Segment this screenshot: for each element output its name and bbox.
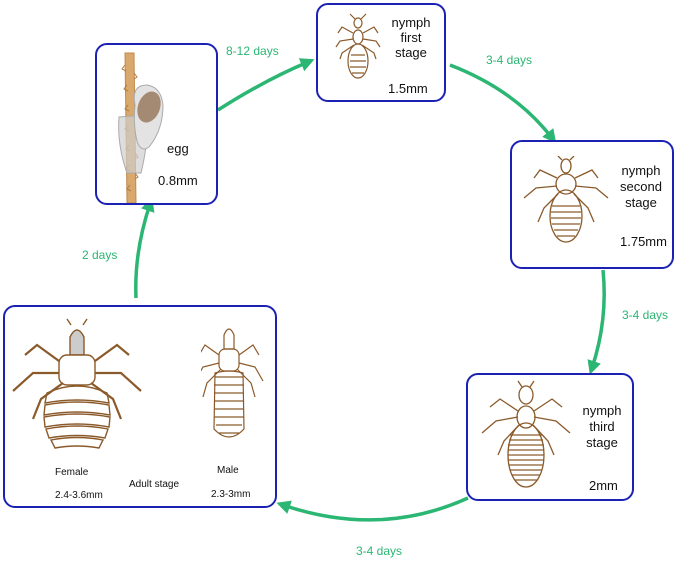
male-size: 2.3-3mm (211, 489, 251, 500)
nymph2-title-line1: nymph (621, 163, 661, 178)
female-label: Female (55, 467, 89, 478)
female-size: 2.4-3.6mm (55, 490, 103, 501)
nymph2-title-line2: second (620, 179, 662, 194)
nymph3-title-line3: stage (586, 435, 618, 450)
nymph3-louse-icon (481, 380, 571, 488)
label-nymph3-to-adult: 3-4 days (356, 544, 403, 558)
arrow-nymph2-to-nymph3 (587, 269, 606, 375)
male-label: Male (217, 465, 239, 476)
female-louse-icon (12, 318, 142, 449)
nymph1-title-line2: first (400, 30, 422, 45)
egg-illustration (118, 52, 164, 203)
nymph2-louse-icon (523, 156, 609, 243)
label-nymph1-to-nymph2: 3-4 days (486, 53, 533, 67)
label-egg-to-nymph1: 8-12 days (226, 44, 279, 58)
egg-contents (137, 91, 161, 123)
nymph1-size: 1.5mm (388, 81, 428, 96)
nymph3-title-line1: nymph (582, 403, 622, 418)
nymph1-title-line1: nymph (391, 15, 431, 30)
egg-stage-box: egg 0.8mm (95, 43, 218, 205)
nymph1-louse-icon (335, 13, 381, 79)
arrow-nymph3-to-adult (276, 496, 469, 522)
nymph1-stage-box: nymph first stage 1.5mm (316, 3, 446, 102)
nymph3-stage-box: nymph third stage 2mm (466, 373, 634, 501)
label-adult-to-egg: 2 days (82, 248, 118, 262)
arrow-egg-to-nymph1 (217, 58, 315, 112)
nymph3-title-line2: third (589, 419, 615, 434)
nymph1-title-line3: stage (395, 45, 427, 60)
male-louse-icon (201, 328, 264, 438)
arrow-adult-to-egg (134, 197, 155, 299)
nymph2-size: 1.75mm (620, 234, 667, 249)
label-nymph2-to-nymph3: 3-4 days (622, 308, 669, 322)
adult-stage-label: Adult stage (129, 479, 180, 490)
nymph2-title-line3: stage (625, 195, 657, 210)
nymph3-size: 2mm (589, 478, 618, 493)
nymph2-stage-box: nymph second stage 1.75mm (510, 140, 674, 269)
arrow-nymph1-to-nymph2 (449, 63, 557, 144)
egg-label: egg (167, 141, 189, 156)
egg-size: 0.8mm (158, 173, 198, 188)
adult-stage-box: Female 2.4-3.6mm Adult stage Male 2.3-3m… (3, 305, 277, 508)
